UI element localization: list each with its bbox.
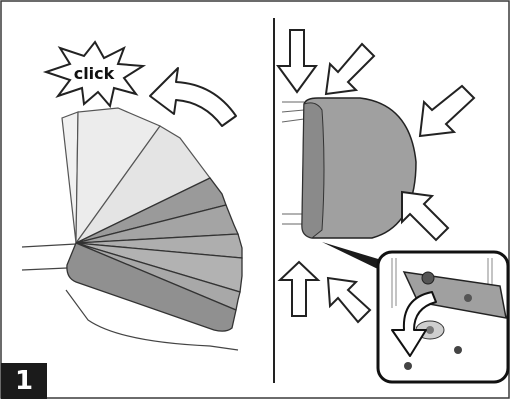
canopy-light-segments xyxy=(61,107,211,245)
hinge-pivot xyxy=(421,271,435,285)
detail-inset xyxy=(376,250,510,384)
push-arrow-icon xyxy=(277,260,321,317)
right-panel xyxy=(276,29,510,384)
push-arrow-icon xyxy=(326,276,372,324)
click-starburst-icon: click xyxy=(42,40,147,109)
step-number-badge: 1 xyxy=(1,363,47,399)
push-arrow-icon xyxy=(276,29,318,94)
push-arrow-icon xyxy=(324,42,376,96)
left-panel: click xyxy=(21,40,243,351)
frame-rails xyxy=(281,101,305,225)
rotate-arrow-icon xyxy=(149,67,237,127)
canopy-bottom-shell xyxy=(66,242,237,332)
rotate-detail-arrow-icon xyxy=(391,291,437,357)
canopy-side-band xyxy=(301,102,325,239)
push-arrow-icon xyxy=(418,84,476,138)
push-arrow-icons xyxy=(276,29,476,324)
detail-callout-pointer xyxy=(322,242,388,272)
canopy-dark-segments xyxy=(66,177,243,332)
click-label: click xyxy=(74,64,115,83)
seat-outline xyxy=(21,243,239,351)
push-arrow-icon xyxy=(401,190,450,242)
